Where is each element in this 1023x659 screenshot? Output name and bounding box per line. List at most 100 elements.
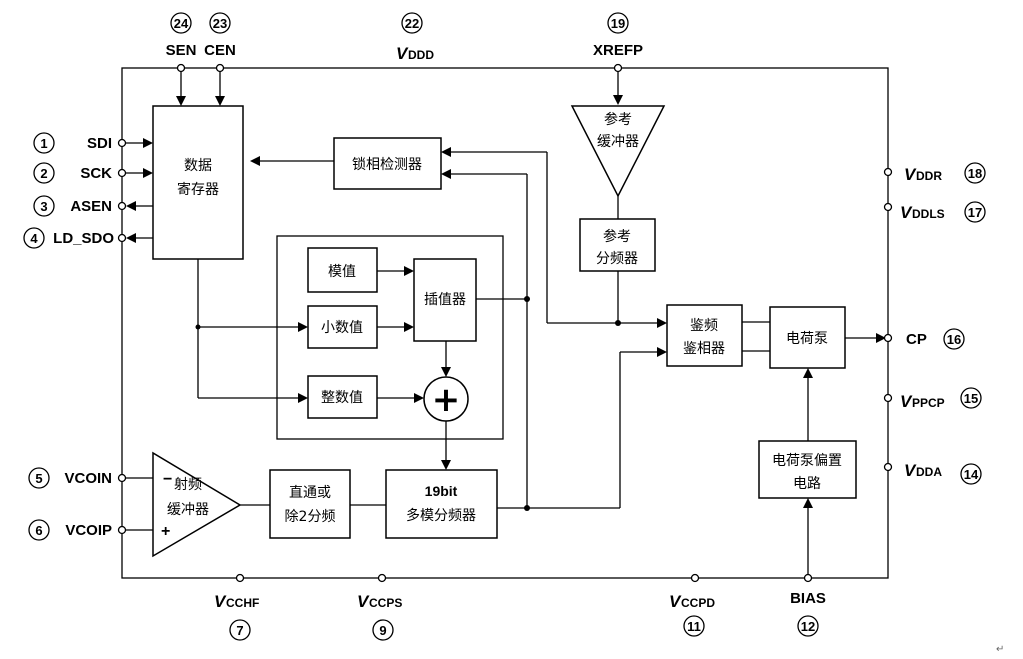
pin-label-sub: CCPD <box>681 596 715 610</box>
pin-number-circle <box>23 227 45 249</box>
arrow-head <box>441 460 451 470</box>
pin-vcchf: V CCHF 7 <box>214 573 259 641</box>
arrow-head <box>657 347 667 357</box>
pin-pad <box>690 573 700 583</box>
modulus-block: 模值 <box>307 247 378 293</box>
block-frame <box>758 440 857 499</box>
arrow-head <box>414 393 424 403</box>
pin-number-circle <box>209 12 231 34</box>
pin-number: 19 <box>611 16 625 31</box>
pin-number: 11 <box>687 619 701 634</box>
pin-pad <box>613 63 623 73</box>
plus-input-label: + <box>161 523 170 540</box>
pin-label: CEN <box>204 42 236 59</box>
pin-pad <box>117 473 127 483</box>
block-label-line2: 电路 <box>793 476 821 492</box>
arrow-head <box>250 156 260 166</box>
pin-number-circle <box>797 615 819 637</box>
block-label-line1: 19bit <box>425 483 458 499</box>
arrow-head <box>613 95 623 105</box>
cp-bias-block: 电荷泵偏置 电路 <box>758 440 857 499</box>
block-label-line1: 参考 <box>603 228 631 245</box>
chip-outline <box>121 67 889 579</box>
pin-number-circle <box>229 619 251 641</box>
pin-number-circle <box>960 463 982 485</box>
arrow-head <box>126 201 136 211</box>
rf-buffer-block: 射频 缓冲器 − + <box>152 451 242 558</box>
pin-label-sub: DDD <box>408 48 434 62</box>
block-frame <box>385 469 498 539</box>
pin-sdi: 1 SDI <box>33 132 153 154</box>
pin-asen: 3 ASEN <box>33 195 153 217</box>
lock-detector-block: 锁相检测器 <box>333 137 442 190</box>
arrow-head <box>657 318 667 328</box>
block-frame <box>307 247 378 293</box>
pin-number: 16 <box>947 332 961 347</box>
junction-dot <box>195 324 201 330</box>
pin-label: CP <box>906 331 927 348</box>
pin-vcoip: 6 VCOIP <box>28 519 164 541</box>
pin-number: 14 <box>964 467 979 482</box>
pin-label-v: V <box>396 44 409 63</box>
arrow-head <box>404 266 414 276</box>
pin-vddd: 22 V DDD <box>396 12 434 63</box>
minus-input-label: − <box>163 471 172 488</box>
pin-number-circle <box>943 328 965 350</box>
arrow-head <box>404 322 414 332</box>
block-label-line1: 参考 <box>604 111 632 128</box>
pin-pad <box>883 202 893 212</box>
block-label: 小数值 <box>321 320 363 336</box>
pin-number: 7 <box>236 623 243 638</box>
block-label-line2: 缓冲器 <box>167 502 209 518</box>
pin-label: SDI <box>87 135 112 152</box>
arrow-head <box>126 233 136 243</box>
pin-pad <box>117 201 127 211</box>
pin-number: 4 <box>30 231 38 246</box>
pin-number: 24 <box>174 16 189 31</box>
pin-cen: 23 CEN <box>204 12 236 106</box>
block-label-line1: 鉴频 <box>690 318 718 334</box>
paragraph-mark: ↵ <box>996 644 1004 655</box>
pin-vcoin: 5 VCOIN <box>28 467 164 489</box>
pin-vddr: V DDR 18 <box>883 162 986 184</box>
pin-label: VCOIN <box>64 470 112 487</box>
pin-label-sub: CCPS <box>369 596 402 610</box>
arrow-head <box>876 333 886 343</box>
pin-number-circle <box>401 12 423 34</box>
block-label-line1: 数据 <box>184 158 212 174</box>
pin-number-circle <box>28 467 50 489</box>
block-label-line2: 多模分频器 <box>406 507 476 524</box>
pin-label: ASEN <box>70 198 112 215</box>
arrow-head <box>298 322 308 332</box>
block-label-line2: 除2分频 <box>285 509 336 525</box>
summer-node: + <box>423 376 469 422</box>
pin-vdda: V DDA 14 <box>883 461 982 485</box>
block-label-line2: 缓冲器 <box>597 134 639 150</box>
pin-label-v: V <box>357 592 370 611</box>
pin-label: VCOIP <box>65 522 112 539</box>
block-frame <box>307 375 378 419</box>
pin-number-circle <box>607 12 629 34</box>
block-frame <box>413 258 477 342</box>
pin-label-v: V <box>904 165 917 184</box>
block-label-line2: 分频器 <box>596 251 638 267</box>
pin-label: BIAS <box>790 590 826 607</box>
pin-label: LD_SDO <box>53 230 114 247</box>
arrow-head <box>441 367 451 377</box>
pin-number-circle <box>960 387 982 409</box>
pin-vppcp: V PPCP 15 <box>883 387 982 411</box>
block-label-line2: 鉴相器 <box>683 341 725 357</box>
block-label: 模值 <box>328 264 356 280</box>
block-label-line2: 寄存器 <box>177 181 219 198</box>
pin-number-circle <box>170 12 192 34</box>
pin-number-circle <box>33 162 55 184</box>
charge-pump-block: 电荷泵 <box>769 306 846 369</box>
summer-symbol: + <box>432 380 461 420</box>
integer-block: 整数值 <box>307 375 378 419</box>
block-label-line1: 射频 <box>174 477 202 493</box>
pin-label-sub: DDA <box>916 465 942 479</box>
pin-pad <box>117 138 127 148</box>
arrow-head <box>803 498 813 508</box>
pin-number-circle <box>372 619 394 641</box>
pin-xrefp: 19 XREFP <box>593 12 643 105</box>
